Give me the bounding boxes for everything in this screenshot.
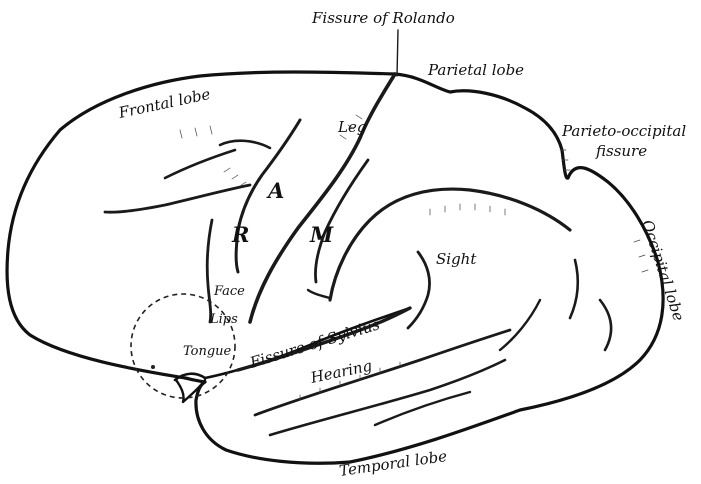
label-tongue: Tongue	[183, 344, 232, 359]
label-fissure-of-rolando: Fissure of Rolando	[311, 9, 455, 27]
label-m: M	[309, 222, 334, 247]
label-a: A	[266, 178, 284, 203]
label-parietal-lobe: Parietal lobe	[427, 61, 524, 79]
precentral-upper-branch	[220, 141, 270, 148]
sight-sulcus	[408, 252, 430, 328]
temporal-sulcus-short	[375, 392, 470, 425]
label-hearing: Hearing	[308, 356, 374, 387]
inferior-frontal-sulcus	[105, 185, 250, 212]
label-r: R	[231, 222, 249, 247]
label-sight: Sight	[436, 250, 477, 268]
occipital-sulcus-3	[500, 300, 540, 350]
occipital-sulcus-2	[600, 300, 611, 350]
superior-frontal-sulcus	[165, 150, 235, 178]
label-fissure: fissure	[595, 142, 647, 160]
occipital-sulcus-1	[570, 260, 578, 318]
lower-frontal-sulcus	[207, 220, 212, 322]
label-face: Face	[213, 284, 245, 299]
label-leg: Leg	[337, 118, 366, 136]
intraparietal-sulcus	[330, 189, 570, 300]
tongue-dot	[151, 365, 155, 369]
parietal-branch	[308, 290, 330, 298]
rolando-pointer-line	[397, 30, 398, 76]
label-lips: Lips	[209, 312, 238, 327]
label-parieto-occipital: Parieto-occipital	[561, 122, 686, 140]
